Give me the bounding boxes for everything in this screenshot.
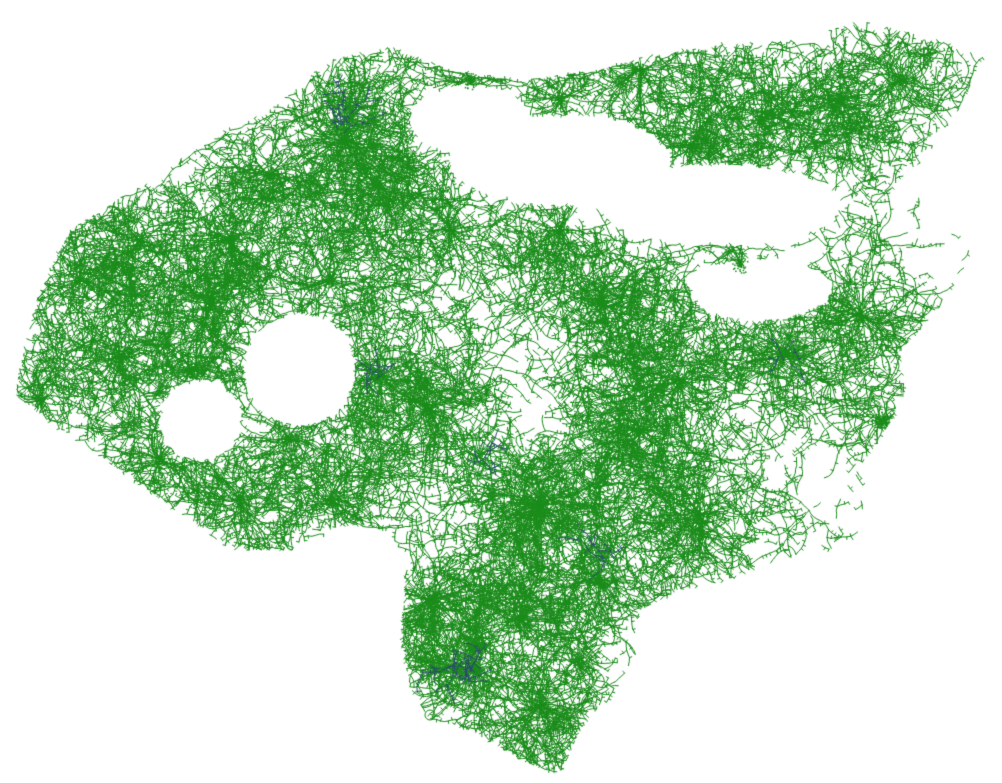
- distribution-network-map[interactable]: [0, 0, 1002, 783]
- map-view[interactable]: [0, 0, 1002, 783]
